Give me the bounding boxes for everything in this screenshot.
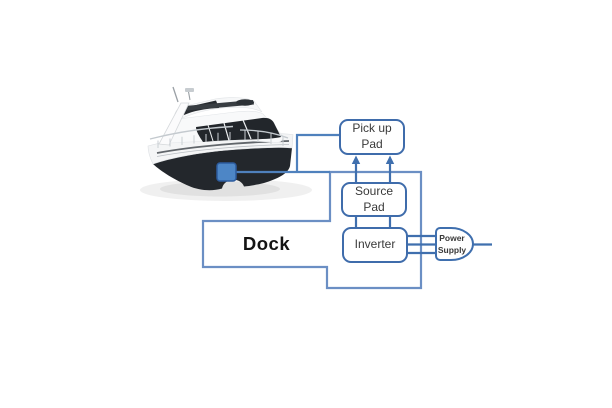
boat-window-mullion-1: [223, 122, 230, 141]
boat-bow-rail-stanchions: [157, 132, 231, 148]
power-supply-label: Power Supply: [437, 233, 467, 255]
boat-stern-rail-stanchions: [244, 130, 284, 146]
boat-antenna-whip: [172, 86, 179, 103]
connectors: [236, 133, 492, 255]
energy-arrows: [351, 155, 395, 182]
source-pad-box: Source Pad: [341, 182, 407, 217]
power-supply-shape: [435, 227, 474, 261]
boat-antenna-head: [185, 88, 194, 92]
boat-to-pickup-line: [295, 133, 340, 172]
boat-radar-dome: [236, 99, 254, 106]
boat-charging-pad: [216, 162, 237, 182]
energy-arrow-left-head: [351, 155, 361, 164]
inverter-box: Inverter: [342, 227, 408, 263]
energy-arrow-right-head: [385, 155, 395, 164]
boat-window-band: [196, 117, 281, 142]
boat-stern-rail: [239, 129, 289, 139]
pickup-pad-box: Pick up Pad: [339, 119, 405, 155]
boat-illustration: [140, 86, 312, 201]
dock-label: Dock: [242, 233, 291, 254]
boat-window-mullion-3: [207, 124, 214, 142]
dock-outline: [201, 170, 423, 290]
boat-pinstripe-light: [156, 144, 290, 157]
boat-bow-rail: [149, 125, 234, 140]
